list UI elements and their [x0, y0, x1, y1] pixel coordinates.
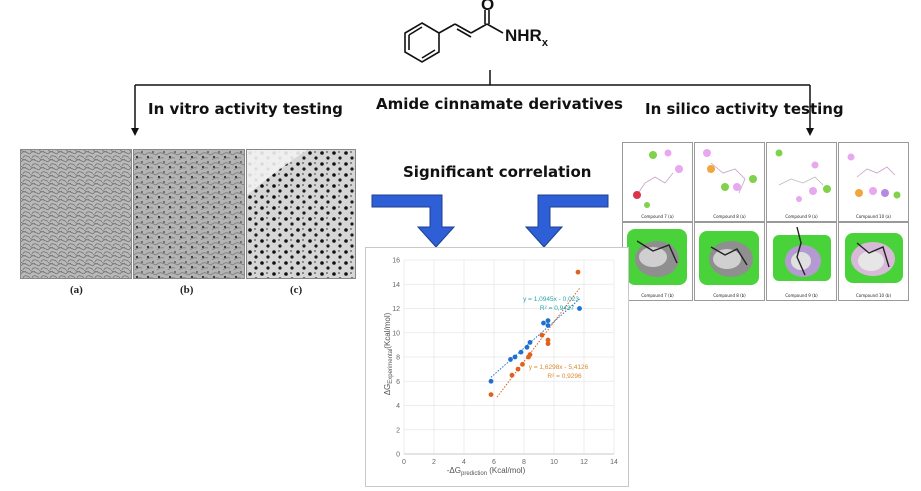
data-point: [509, 372, 515, 378]
data-points: [488, 269, 582, 397]
x-tick-label: 10: [550, 459, 558, 466]
micrograph-a-label: (a): [70, 284, 83, 296]
data-point: [527, 340, 533, 345]
data-point: [577, 306, 582, 311]
data-point: [575, 269, 581, 275]
x-tick-labels: 0 2 4 6 8 10 12 14: [402, 459, 618, 466]
y-tick-label: 10: [392, 330, 400, 337]
regression-equations: y = 1,0945x - 0,023 R² = 0,9437 y = 1,6298…: [523, 296, 589, 380]
in-vitro-label: In vitro activity testing: [148, 100, 343, 118]
x-tick-label: 0: [402, 459, 406, 466]
data-point: [545, 337, 551, 343]
data-point: [545, 341, 551, 347]
data-point: [541, 320, 546, 326]
correlation-label: Significant correlation: [403, 163, 592, 181]
r-squared-label: R² = 0,9437: [540, 305, 575, 312]
data-point: [488, 378, 494, 384]
docking-caption-8a: Compound 8 (a): [713, 214, 746, 219]
docking-grid: Compound 7 (a) Compound 8 (a) Compound 9…: [622, 142, 909, 301]
data-point: [520, 361, 525, 367]
docking-tile-7a: Compound 7 (a): [622, 142, 693, 222]
correlation-chart-frame: 0 2 4 6 8 10 12 14 0 2 4 6 8 10 12 14 16 y = 1,0945x - …: [365, 247, 629, 487]
data-point: [508, 357, 513, 362]
micrograph-b-label: (b): [180, 284, 194, 296]
x-tick-label: 8: [522, 459, 526, 466]
docking-tile-10a: Compound 10 (a): [838, 142, 909, 222]
data-point: [545, 323, 551, 328]
x-tick-label: 6: [492, 459, 496, 466]
y-tick-label: 0: [396, 452, 400, 459]
oxygen-label: O: [481, 0, 494, 14]
micrograph-b: [133, 149, 245, 279]
structure-bonds: [404, 10, 504, 63]
bracket-connector: [131, 70, 814, 136]
data-point: [545, 318, 551, 324]
in-silico-label: In silico activity testing: [645, 100, 844, 118]
x-tick-label: 14: [610, 459, 618, 466]
y-tick-label: 4: [396, 403, 400, 410]
micrograph-a: [20, 149, 132, 279]
docking-caption-7a: Compound 7 (a): [641, 214, 674, 219]
data-point: [518, 349, 524, 355]
micrograph-b-image: [134, 150, 244, 278]
y-tick-label: 16: [392, 258, 400, 265]
y-axis-label: ΔGExperimental(Kcal/mol): [383, 312, 394, 395]
x-tick-label: 2: [432, 459, 436, 466]
micrograph-a-image: [21, 150, 131, 278]
docking-caption-10a: Compound 10 (a): [856, 214, 891, 219]
micrograph-c-image: [247, 150, 355, 278]
y-tick-label: 8: [396, 355, 400, 362]
docking-caption-8b: Compound 8 (b): [713, 293, 746, 298]
docking-tile-8a: Compound 8 (a): [694, 142, 765, 222]
x-tick-label: 4: [462, 459, 466, 466]
docking-caption-7b: Compound 7 (b): [641, 293, 674, 298]
x-tick-label: 12: [580, 459, 588, 466]
micrograph-c-label: (c): [290, 284, 303, 296]
data-point: [515, 366, 521, 372]
right-bent-arrow: [524, 194, 609, 248]
data-point: [512, 354, 518, 360]
y-tick-label: 2: [396, 427, 400, 434]
x-axis-label: -ΔGprediction (Kcal/mol): [447, 466, 526, 477]
docking-tile-9a: Compound 9 (a): [766, 142, 837, 222]
y-tick-label: 14: [392, 282, 400, 289]
data-point: [524, 344, 530, 350]
data-point: [539, 332, 545, 338]
cinnamamide-structure: O NHRx: [404, 0, 549, 63]
y-tick-label: 12: [392, 306, 400, 313]
docking-caption-9a: Compound 9 (a): [785, 214, 818, 219]
docking-caption-9b: Compound 9 (b): [785, 293, 818, 298]
docking-tile-8b: Compound 8 (b): [694, 222, 765, 301]
regression-equation: y = 1,6298x - 5,4126: [529, 364, 589, 371]
data-point: [527, 352, 533, 357]
amide-cinnamate-label: Amide cinnamate derivatives: [376, 95, 623, 113]
data-point: [488, 392, 494, 397]
docking-tile-9b: Compound 9 (b): [766, 222, 837, 301]
regression-equation: y = 1,0945x - 0,023: [523, 296, 579, 303]
left-arrowhead: [131, 128, 139, 136]
left-bent-arrow: [371, 194, 456, 248]
docking-tile-10b: Compound 10 (b): [838, 222, 909, 301]
right-arrowhead: [806, 128, 814, 136]
y-tick-labels: 0 2 4 6 8 10 12 14 16: [392, 258, 400, 459]
micrograph-c: [246, 149, 356, 279]
docking-tile-7b: Compound 7 (b): [622, 222, 693, 301]
correlation-scatter-chart: 0 2 4 6 8 10 12 14 0 2 4 6 8 10 12 14 16 y = 1,0945x - …: [383, 258, 618, 478]
substituent-label: NHRx: [505, 26, 549, 49]
convergence-arrows: [371, 194, 609, 248]
y-tick-label: 6: [396, 379, 400, 386]
chart-grid: [403, 259, 615, 455]
docking-caption-10b: Compound 10 (b): [855, 293, 892, 298]
r-squared-label: R² = 0,9296: [547, 373, 582, 380]
